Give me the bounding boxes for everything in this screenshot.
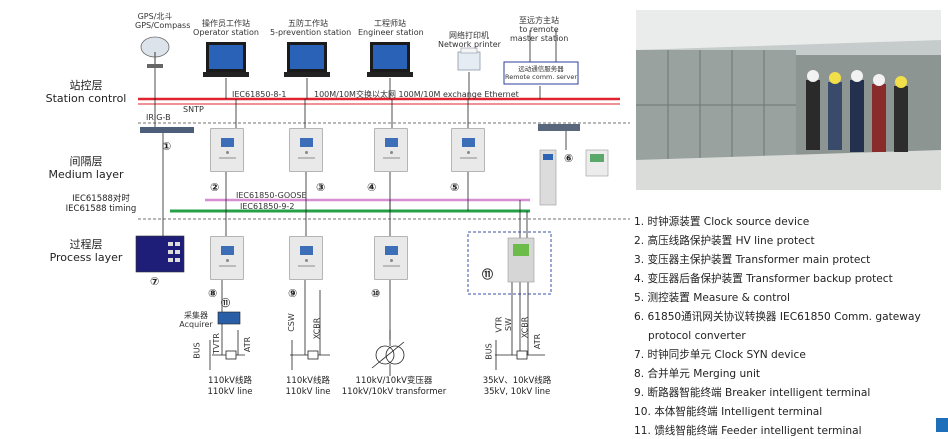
legend-item-8: 8. 合并单元 Merging unit — [634, 368, 761, 380]
wire-atr-1: ATR — [243, 336, 253, 353]
measure-control-device — [451, 128, 485, 172]
clock-source-device — [140, 127, 194, 133]
breaker-terminal-device — [289, 236, 323, 280]
marker-1: ① — [162, 140, 172, 153]
legend-item-2: 2. 高压线路保护装置 HV line protect — [634, 235, 815, 247]
gateway-cabinet — [539, 149, 557, 206]
gateway-meter — [585, 149, 609, 177]
operator-station-icon — [203, 42, 249, 77]
marker-8: ⑧ — [208, 287, 218, 300]
gateway-rack — [538, 124, 580, 131]
wire-sw-4: SW — [504, 318, 513, 331]
wire-csw-2: CSW — [286, 313, 296, 332]
legend-item-6: 6. 61850通讯网关协议转换器 IEC61850 Comm. gateway — [634, 311, 921, 323]
merging-unit-device — [210, 236, 244, 280]
legend-item-9: 9. 断路器智能终端 Breaker intelligent terminal — [634, 387, 871, 399]
marker-6: ⑥ — [564, 152, 574, 165]
gps-dish-icon — [140, 36, 170, 68]
legend-list: 1. 时钟源装置 Clock source device 2. 高压线路保护装置… — [634, 213, 948, 439]
marker-9: ⑨ — [288, 287, 298, 300]
page-next-button[interactable] — [936, 418, 948, 432]
wire-xcbr-4: XCBR — [520, 316, 530, 339]
acquirer-device — [217, 311, 241, 325]
bus-label-iec850: IEC61850-8-1 — [232, 90, 287, 99]
marker-11: ⑪ — [482, 268, 493, 281]
bus-label-irigb: IRIG-B — [146, 113, 171, 122]
wire-tvtr-1: TVTR — [211, 333, 221, 354]
marker-2: ② — [210, 181, 220, 194]
wire-bus-1: BUS — [192, 342, 202, 359]
legend-item-1: 1. 时钟源装置 Clock source device — [634, 216, 810, 228]
marker-5: ⑤ — [450, 181, 460, 194]
intelligent-terminal-device — [374, 236, 408, 280]
bus-label-ethernet: 100M/10M交换以太网 100M/10M exchange Ethernet — [314, 90, 519, 99]
legend-item-7: 7. 时钟同步单元 Clock SYN device — [634, 349, 806, 361]
bus-label-sv: IEC61850-9-2 — [240, 202, 295, 211]
marker-3: ③ — [316, 181, 326, 194]
wire-xcbr-2: XCBR — [312, 317, 322, 340]
legend-item-4: 4. 变压器后备保护装置 Transformer backup protect — [634, 273, 893, 285]
system-diagram — [135, 30, 630, 376]
wire-bus-4: BUS — [484, 343, 494, 360]
substation-photo — [636, 10, 941, 190]
legend-item-3: 3. 变压器主保护装置 Transformer main protect — [634, 254, 871, 266]
legend-item-5: 5. 测控装置 Measure & control — [634, 292, 790, 304]
transformer-main-protect-device — [289, 128, 323, 172]
marker-7: ⑦ — [150, 275, 160, 288]
bus-label-goose: IEC61850-GOOSE — [236, 191, 307, 200]
marker-11-small: ⑪ — [221, 299, 231, 309]
remote-server-box — [503, 61, 579, 85]
marker-4: ④ — [367, 181, 377, 194]
hv-line-protect-device — [210, 128, 244, 172]
prevention-station-icon — [284, 42, 330, 77]
wire-vtr-4: VTR — [494, 316, 504, 333]
legend-item-11: 11. 馈线智能终端 Feeder intelligent terminal — [634, 425, 862, 437]
bus-label-sntp: SNTP — [183, 105, 204, 114]
printer-icon — [457, 47, 481, 71]
feeder-box — [467, 231, 552, 295]
wire-atr-4: ATR — [533, 333, 543, 350]
transformer-backup-protect-device — [374, 128, 408, 172]
marker-10: ⑩ — [371, 287, 381, 300]
engineer-station-icon — [367, 42, 413, 77]
legend-item-10: 10. 本体智能终端 Intelligent terminal — [634, 406, 823, 418]
legend-item-6-cont: protocol converter — [648, 330, 746, 342]
